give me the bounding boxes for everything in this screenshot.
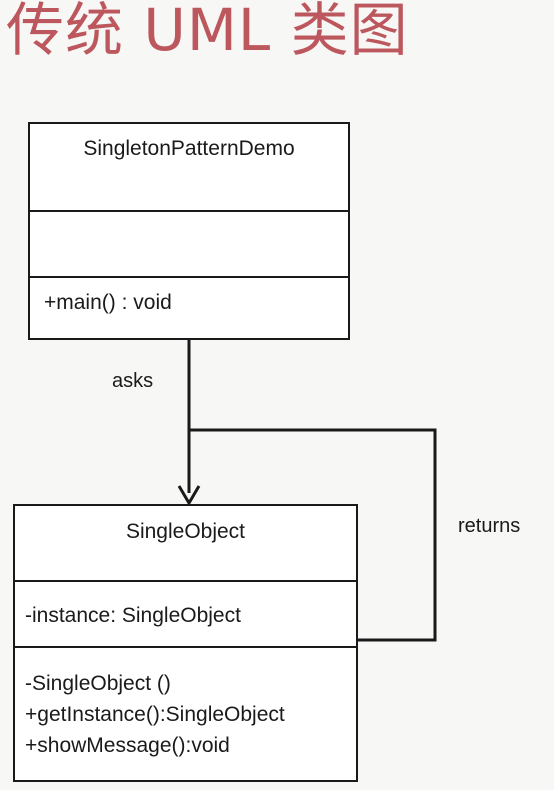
class-single-object: SingleObject -instance: SingleObject -Si… xyxy=(13,504,358,782)
methods-compartment: -SingleObject () +getInstance():SingleOb… xyxy=(15,646,356,780)
class-name-compartment: SingletonPatternDemo xyxy=(30,124,348,210)
asks-label: asks xyxy=(112,370,154,392)
class-singleton-pattern-demo: SingletonPatternDemo +main() : void xyxy=(28,122,350,340)
method-constructor: -SingleObject () xyxy=(25,672,171,695)
returns-connector xyxy=(189,428,437,642)
method-show-message: +showMessage():void xyxy=(25,734,230,757)
class-name: SingletonPatternDemo xyxy=(83,137,295,160)
method-main: +main() : void xyxy=(44,291,172,314)
methods-compartment: +main() : void xyxy=(30,276,348,338)
class-name: SingleObject xyxy=(125,520,246,543)
method-get-instance: +getInstance():SingleObject xyxy=(25,703,285,726)
slide-title: 传统 UML 类图 xyxy=(6,0,409,64)
asks-arrowhead xyxy=(177,485,201,506)
attributes-compartment: -instance: SingleObject xyxy=(15,580,356,646)
returns-label: returns xyxy=(458,515,521,537)
attribute-instance: -instance: SingleObject xyxy=(25,604,241,627)
class-name-compartment: SingleObject xyxy=(15,506,356,580)
attributes-compartment xyxy=(30,210,348,276)
